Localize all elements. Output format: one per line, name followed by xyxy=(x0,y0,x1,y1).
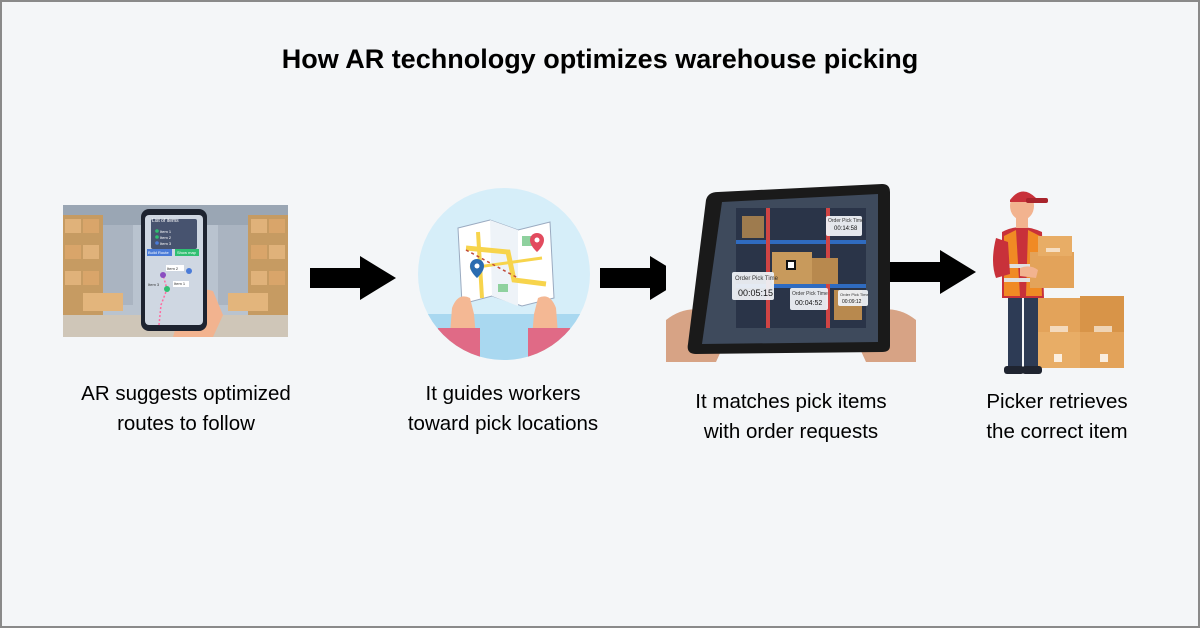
phone-tag-item-1: Item 1 xyxy=(174,281,186,286)
pick-time-label-1: Order Pick Time xyxy=(735,276,779,282)
phone-screen-item-3: Item 3 xyxy=(160,241,172,246)
arrow-right-icon xyxy=(890,250,976,294)
step-3-caption: It matches pick items with order request… xyxy=(651,387,931,447)
build-route-button: Build Route xyxy=(148,250,169,255)
pick-time-label-4: Order Pick Time xyxy=(840,292,869,297)
step-1-caption-line-2: routes to follow xyxy=(117,412,255,435)
pick-time-value-4: 00:09:12 xyxy=(842,299,862,305)
step-1-caption: AR suggests optimized routes to follow xyxy=(46,379,326,439)
phone-screen-item-1: Item 1 xyxy=(160,229,172,234)
step-2-caption-line-2: toward pick locations xyxy=(407,412,599,435)
step-3-caption-line-2: with order requests xyxy=(703,420,879,443)
arrow-right-icon xyxy=(600,256,686,300)
step-4-caption-line-2: the correct item xyxy=(986,420,1128,443)
diagram-title: How AR technology optimizes warehouse pi… xyxy=(281,44,919,74)
pick-time-label-3: Order Pick Time xyxy=(828,218,864,224)
step-3-caption-line-1: It matches pick items xyxy=(695,390,887,413)
phone-screen-list-title: List of items xyxy=(152,218,179,224)
phone-tag-item-2: Item 2 xyxy=(167,266,179,271)
picker-with-boxes-illustration xyxy=(993,191,1124,374)
step-2-caption-line-1: It guides workers xyxy=(425,382,581,405)
step-1-caption-line-1: AR suggests optimized xyxy=(81,382,291,405)
step-4-caption: Picker retrieves the correct item xyxy=(917,387,1197,447)
phone-tag-item-3: Item 3 xyxy=(148,282,160,287)
show-map-button: Show map xyxy=(177,250,196,255)
step-2-caption: It guides workers toward pick locations xyxy=(363,379,643,439)
arrow-right-icon xyxy=(310,256,396,300)
map-in-hands-illustration xyxy=(418,188,590,360)
pick-time-value-2: 00:04:52 xyxy=(795,300,823,307)
ar-tablet-shelf-illustration xyxy=(666,180,916,362)
ar-phone-warehouse-illustration xyxy=(63,205,288,337)
pick-time-value-1: 00:05:15 xyxy=(738,288,774,298)
pick-time-value-3: 00:14:58 xyxy=(834,226,858,232)
pick-time-label-2: Order Pick Time xyxy=(792,291,828,297)
step-4-caption-line-1: Picker retrieves xyxy=(986,390,1128,413)
phone-screen-item-2: Item 2 xyxy=(160,235,172,240)
